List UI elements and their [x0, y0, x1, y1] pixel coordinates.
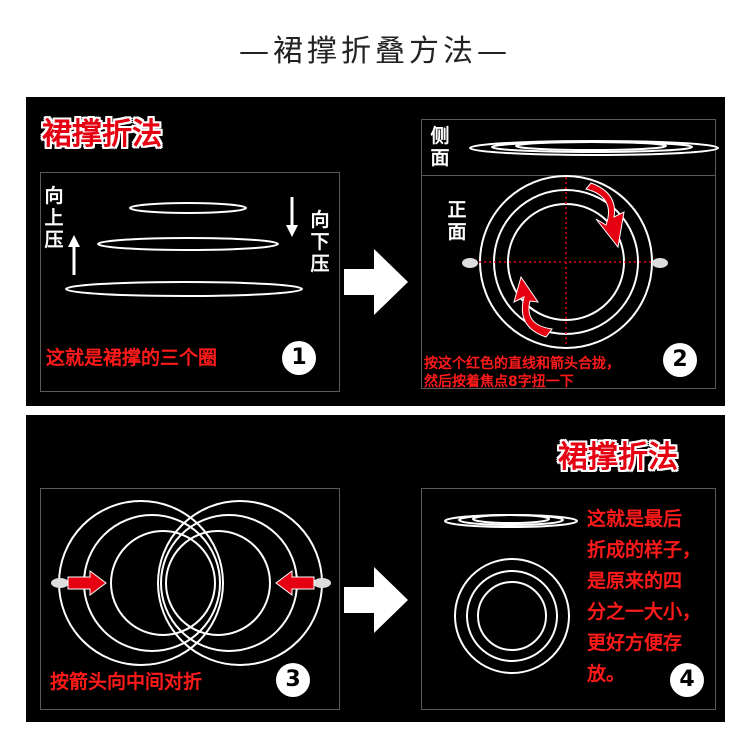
step3-frame — [40, 488, 340, 710]
step4-note-5: 更好方便存 — [587, 632, 683, 654]
step1-number: 1 — [282, 341, 316, 375]
up-arrow-icon — [68, 235, 80, 275]
step4-note-1: 这就是最后 — [587, 508, 683, 530]
step2-rings — [462, 140, 719, 349]
arrow-right-icon — [344, 567, 408, 633]
red-curved-arrow-icon — [513, 182, 625, 338]
arrow-right-icon — [344, 249, 408, 315]
top-panel: 裙撑折法 向上压 向下压 这就是裙撑的三个圈 1 侧面 正面 — [26, 97, 725, 406]
bottom-panel: 裙撑折法 按箭头向中间对折 3 这就是最后 折成的样子， 是原来的四 分之一大小… — [26, 415, 725, 722]
ring-large — [65, 281, 303, 297]
step4-note-3: 是原来的四 — [587, 570, 683, 592]
front-label: 正面 — [447, 199, 467, 243]
red-arrow-icon — [67, 570, 315, 596]
step1-frame — [40, 172, 340, 392]
step1-caption: 这就是裙撑的三个圈 — [46, 347, 218, 369]
step1-rings — [65, 197, 303, 297]
step4-number: 4 — [670, 663, 704, 697]
step4-note-6: 放。 — [587, 663, 626, 685]
page-title: —裙撑折叠方法— — [239, 34, 511, 69]
step1-heading: 裙撑折法 — [42, 117, 162, 152]
step4-note-2: 折成的样子， — [587, 539, 702, 561]
hand-icon — [462, 258, 668, 268]
step2-caption-line2: 然后按着焦点8字扭一下 — [424, 374, 574, 390]
step4-frame — [421, 488, 716, 710]
down-arrow-icon — [286, 197, 298, 237]
side-label: 侧面 — [430, 125, 450, 169]
step4-rings — [444, 514, 578, 674]
down-label: 向下压 — [310, 209, 330, 275]
ring-medium — [97, 237, 279, 251]
step2-caption-line1: 按这个红色的直线和箭头合拢， — [424, 356, 620, 372]
ring-small — [129, 202, 247, 214]
step4-heading: 裙撑折法 — [558, 440, 678, 475]
step3-number: 3 — [276, 663, 310, 697]
hand-icon — [51, 578, 331, 588]
step3-rings — [51, 500, 331, 666]
step2-number: 2 — [663, 343, 697, 377]
up-label: 向上压 — [44, 185, 64, 251]
step3-caption: 按箭头向中间对折 — [50, 671, 203, 693]
step4-note-4: 分之一大小， — [587, 601, 702, 623]
